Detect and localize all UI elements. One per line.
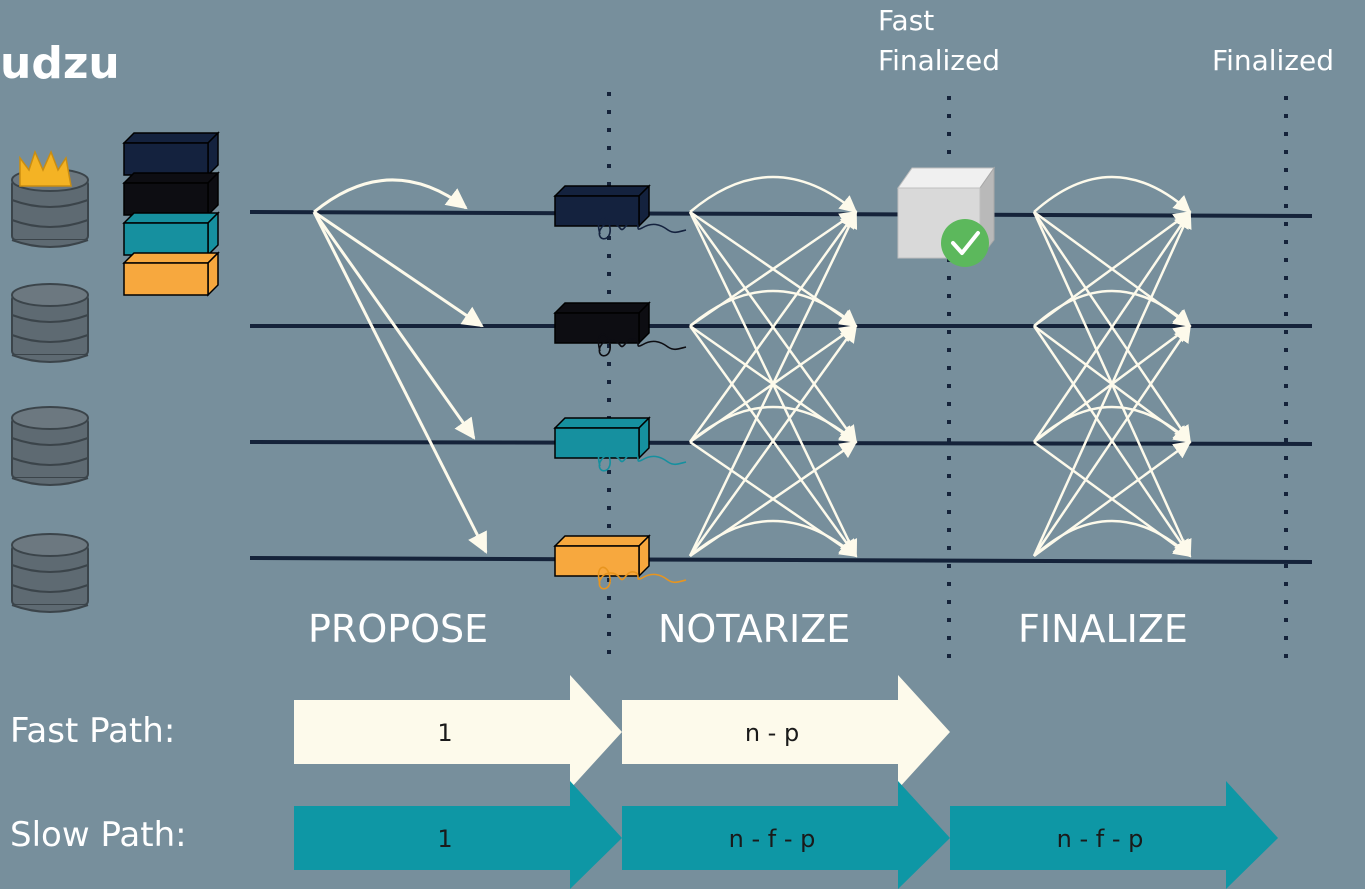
vote-arrow (689, 519, 858, 558)
crown-icon (19, 149, 72, 187)
block-icon (553, 416, 651, 460)
fast-path-arrows: 1 n - p (294, 675, 950, 789)
fast-finalized-label-line2: Finalized (878, 44, 1000, 77)
block-icon (122, 251, 220, 297)
vote-arrow (1032, 210, 1192, 557)
vote-arrow (1032, 210, 1192, 443)
slow-path-label: Slow Path: (10, 815, 187, 855)
block-icon (122, 211, 220, 257)
finalize-arrows (1032, 175, 1192, 558)
vote-arrow (1032, 324, 1192, 557)
timeline-node-1 (249, 210, 1313, 218)
vote-arrow (689, 175, 858, 214)
fast-finalized-label-line1: Fast (878, 4, 934, 37)
block-icon (122, 171, 220, 217)
propose-arrow (312, 211, 476, 440)
phase-notarize: NOTARIZE (658, 607, 850, 651)
timeline-node-4 (249, 556, 1313, 564)
signature-icon (597, 333, 687, 357)
propose-arrows (312, 178, 488, 554)
slow-step-2-arrow (622, 781, 950, 889)
diagram-title: udzu (0, 38, 120, 89)
block-icon (553, 184, 651, 228)
vote-arrow (1033, 289, 1192, 328)
finalized-label: Finalized (1212, 44, 1334, 77)
slow-step-3-arrow (950, 781, 1278, 889)
leader-block-stack (122, 131, 220, 297)
propose-arrow (313, 178, 468, 214)
notarize-arrows (688, 175, 858, 558)
signature-icon (597, 216, 687, 240)
vote-arrow (1033, 405, 1192, 444)
check-icon (941, 219, 989, 267)
block-icon (553, 534, 651, 578)
block-icon (553, 301, 651, 345)
vote-arrow (688, 210, 858, 557)
propose-arrow (312, 211, 488, 554)
fast-step-1-text: 1 (437, 719, 452, 747)
slow-step-3-text: n - f - p (1057, 825, 1144, 853)
block-icon (122, 131, 220, 177)
slow-path-arrows: 1 n - f - p n - f - p (294, 781, 1278, 889)
slow-step-2-text: n - f - p (729, 825, 816, 853)
database-icons (11, 168, 89, 613)
vote-arrow (688, 324, 858, 557)
vote-arrow (689, 289, 858, 328)
fast-path-label: Fast Path: (10, 711, 175, 751)
database-icon (11, 533, 89, 613)
database-icon (11, 406, 89, 486)
signature-icon (597, 566, 687, 590)
vote-arrow (1033, 519, 1192, 558)
phase-propose: PROPOSE (308, 607, 488, 651)
fast-step-2-text: n - p (745, 719, 799, 747)
fast-step-2-arrow (622, 675, 950, 789)
database-icon (11, 283, 89, 363)
slow-step-1-text: 1 (437, 825, 452, 853)
vote-arrow (688, 210, 858, 443)
slow-step-1-arrow (294, 781, 622, 889)
received-blocks (553, 184, 687, 590)
timeline-node-3 (249, 440, 1313, 446)
fast-step-1-arrow (294, 675, 622, 789)
vote-arrow (689, 405, 858, 444)
phase-finalize: FINALIZE (1018, 607, 1188, 651)
propose-arrow (313, 210, 484, 328)
signature-icon (597, 448, 687, 472)
vote-arrow (1033, 175, 1192, 214)
timelines (249, 210, 1313, 564)
